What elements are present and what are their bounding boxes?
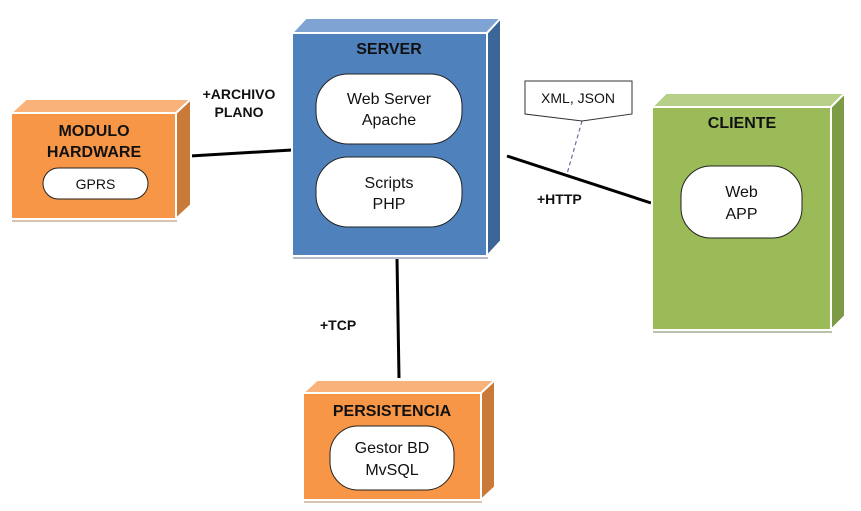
node-title: CLIENTE (708, 115, 777, 132)
note-text: XML, JSON (541, 90, 615, 106)
component-web-app[interactable]: Web APP (680, 165, 803, 239)
component-pill (42, 167, 149, 200)
node-title: SERVER (356, 41, 422, 58)
component-scripts-php[interactable]: Scripts PHP (315, 156, 463, 228)
edge-http (506, 154, 652, 205)
component-web-server-apache[interactable]: Web Server Apache (315, 73, 463, 145)
component-label: APP (725, 206, 757, 223)
component-label: GPRS (76, 176, 116, 192)
component-gestor-bd[interactable]: Gestor BD MvSQL (329, 425, 455, 491)
edge-tcp (395, 257, 401, 379)
component-pill (680, 165, 803, 239)
note-connector (566, 120, 583, 175)
component-label: MvSQL (365, 462, 418, 479)
node-title: MODULO (58, 123, 129, 140)
node-modulo-hardware[interactable]: MODULO HARDWARE GPRS (8, 96, 194, 222)
node-top-face (300, 379, 498, 394)
node-title: HARDWARE (47, 144, 142, 161)
component-pill (329, 425, 455, 491)
component-gprs[interactable]: GPRS (42, 167, 149, 200)
component-label: Apache (362, 112, 416, 129)
node-side-face (486, 15, 502, 259)
edge-label-archivo-plano: +ARCHIVO PLANO (203, 86, 276, 120)
edge-archivo-plano (189, 148, 293, 158)
edge-label-line: PLANO (215, 104, 264, 120)
node-cliente[interactable]: CLIENTE Web APP (649, 90, 848, 333)
node-side-face (480, 377, 496, 503)
component-label: PHP (373, 196, 406, 213)
node-server[interactable]: SERVER Web Server Apache Scripts PHP (289, 15, 504, 259)
note-callout: XML, JSON (524, 80, 633, 122)
edge-label-http: +HTTP (537, 191, 582, 207)
component-pill (315, 156, 463, 228)
node-top-face (8, 98, 194, 114)
component-label: Scripts (365, 175, 414, 192)
component-label: Gestor BD (355, 440, 430, 457)
node-title: PERSISTENCIA (333, 403, 452, 420)
edge-label-tcp: +TCP (320, 317, 356, 333)
node-side-face (175, 96, 192, 222)
node-side-face (830, 90, 846, 333)
component-label: Web (725, 184, 758, 201)
component-pill (315, 73, 463, 145)
component-label: Web Server (347, 91, 432, 108)
node-top-face (649, 92, 848, 108)
note-shape (524, 80, 633, 122)
edge-label-line: +ARCHIVO (203, 86, 276, 102)
node-top-face (289, 17, 504, 34)
node-persistencia[interactable]: PERSISTENCIA Gestor BD MvSQL (300, 377, 498, 503)
node-front-face (10, 112, 177, 220)
